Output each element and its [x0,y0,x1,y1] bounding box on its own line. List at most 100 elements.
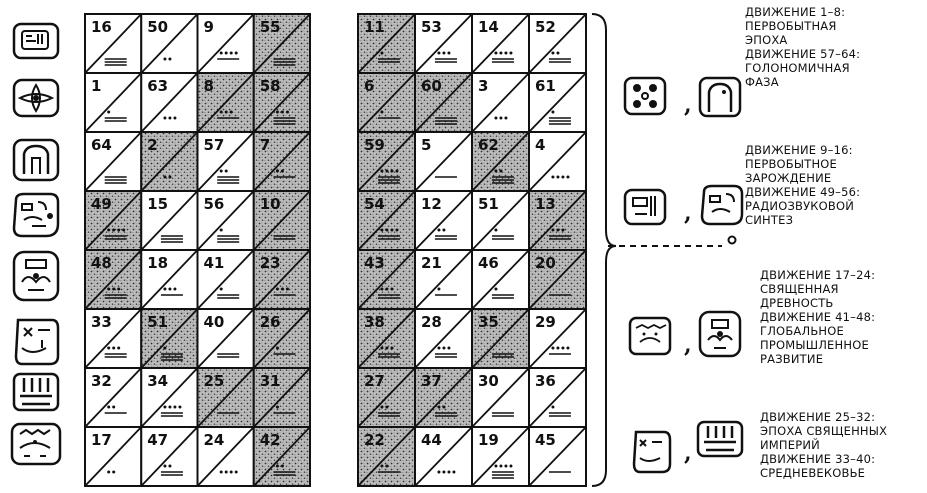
tone-dot [494,229,497,232]
grid-cell: 18 [141,250,197,309]
caption-block-3: ДВИЖЕНИЕ 17–24: СВЯЩЕННАЯ ДРЕВНОСТЬ ДВИЖ… [760,268,927,366]
caption-line: ДВИЖЕНИЕ 25–32: [760,410,927,424]
grid-cell: 25 [198,368,254,427]
caption-line: ЭПОХА [745,33,925,47]
grid-cell: 57 [198,132,254,191]
cell-number: 60 [421,77,442,95]
tone-dot [556,52,559,55]
caption-line: ГОЛОНОМИЧНАЯ [745,61,925,75]
glyph-icon-night [630,318,670,354]
grid-cell: 8 [198,73,254,132]
grid-cell: 31 [254,368,310,427]
cell-number: 6 [364,77,374,95]
tone-dot [235,471,238,474]
tone-dot [276,465,279,468]
cell-number: 53 [421,18,442,36]
cell-number: 62 [478,136,499,154]
tone-dot [551,347,554,350]
tone-dot [442,52,445,55]
glyph-pair-1 [625,78,740,116]
tone-dot [117,347,120,350]
tone-dot [276,170,279,173]
tone-dot [173,288,176,291]
tone-dot [452,471,455,474]
caption-line: ЭПОХА СВЯЩЕННЫХ [760,424,927,438]
caption-line: ПЕРВОБЫТНОЕ [745,157,925,171]
cell-number: 29 [535,313,556,331]
cell-number: 27 [364,372,385,390]
tone-dot [281,170,284,173]
cell-number: 41 [204,254,225,272]
cell-number: 59 [364,136,385,154]
caption-line: ДВИЖЕНИЕ 33–40: [760,452,927,466]
caption-line: СРЕДНЕВЕКОВЬЕ [760,466,927,480]
grid-cell: 4 [529,132,586,191]
tone-dot [561,347,564,350]
cell-number: 2 [147,136,157,154]
grid-cell: 32 [85,368,141,427]
grid-cell: 44 [415,427,472,486]
tone-dot [220,111,223,114]
tone-dot [556,229,559,232]
grid-cell: 56 [198,191,254,250]
cell-number: 28 [421,313,442,331]
grid-cell: 19 [472,427,529,486]
cell-number: 7 [260,136,270,154]
tone-dot [173,117,176,120]
tone-dot [499,170,502,173]
grid-cell: 11 [358,14,415,73]
tone-dot [385,170,388,173]
grid-cell: 53 [415,14,472,73]
comma-2: , [684,200,692,226]
grid-cell: 40 [198,309,254,368]
cell-number: 56 [204,195,225,213]
glyph-icon-3 [14,140,58,180]
caption-line: СВЯЩЕННАЯ [760,282,927,296]
grid-cell: 30 [472,368,529,427]
cell-number: 4 [535,136,545,154]
cell-number: 38 [364,313,385,331]
cell-number: 3 [478,77,488,95]
tone-dot [380,229,383,232]
cell-number: 51 [147,313,168,331]
glyph-icon-1 [14,24,58,58]
tone-dot [442,406,445,409]
tone-dot [220,288,223,291]
cell-number: 48 [91,254,112,272]
tone-dot [385,465,388,468]
grid-left: 1650955163858642577491556104818412333514… [85,14,310,486]
tone-dot [561,229,564,232]
cell-number: 15 [147,195,168,213]
tone-dot [220,170,223,173]
caption-line: ДВИЖЕНИЕ 9–16: [745,143,925,157]
grid-cell: 23 [254,250,310,309]
grid-cell: 43 [358,250,415,309]
tone-dot [494,465,497,468]
tone-dot [112,229,115,232]
grid-cell: 16 [85,14,141,73]
tone-dot [395,170,398,173]
tone-dot [551,52,554,55]
glyph-icon-seed [700,312,740,356]
grid-cell: 55 [254,14,310,73]
grid-cell: 58 [254,73,310,132]
tone-dot [117,288,120,291]
tone-dot [168,406,171,409]
tone-dot [163,406,166,409]
grid-cell: 2 [141,132,197,191]
tone-dot [380,465,383,468]
grid-cell: 29 [529,309,586,368]
tone-dot [380,111,383,114]
grid-cell: 35 [472,309,529,368]
tone-dot [390,229,393,232]
grid-cell: 61 [529,73,586,132]
grid-cell: 64 [85,132,141,191]
grid-cell: 22 [358,427,415,486]
grid-cell: 28 [415,309,472,368]
cell-number: 36 [535,372,556,390]
grid-cell: 7 [254,132,310,191]
grid-right: 1153145266036159562454125113432146203828… [358,14,586,486]
cell-number: 50 [147,18,168,36]
cell-number: 10 [260,195,281,213]
cell-number: 64 [91,136,112,154]
